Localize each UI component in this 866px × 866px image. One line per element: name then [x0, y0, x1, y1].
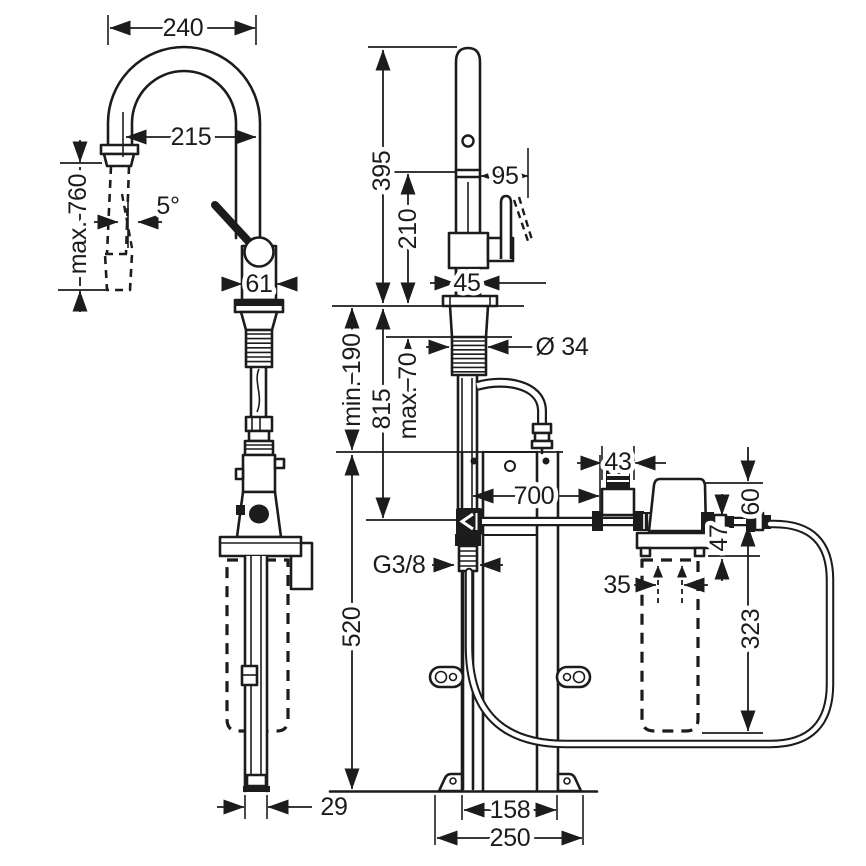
- mixer-body-front: [447, 231, 490, 270]
- aerator: [102, 152, 136, 168]
- select-button: [461, 134, 475, 148]
- spout-inner-arc: [130, 69, 238, 240]
- dim-240-label: 240: [163, 14, 204, 42]
- shank-right: [484, 304, 490, 339]
- dim-520-label: 520: [338, 607, 366, 648]
- dim-47: 47: [701, 494, 738, 581]
- plate-screw-right: [542, 457, 550, 465]
- pressure-reducer: [592, 469, 644, 531]
- dim-max-760-label: max. 760: [64, 174, 92, 274]
- plate-hole: [504, 460, 516, 472]
- dim-43-label: 43: [604, 448, 631, 476]
- dim-60-label: 60: [737, 488, 765, 515]
- dim-max-70: max. 70: [390, 338, 427, 444]
- base-flange-front: [441, 294, 499, 308]
- handle-lever: [211, 201, 254, 247]
- dim-815: 815: [364, 308, 401, 519]
- dim-61: 61: [221, 266, 298, 303]
- dim-395: 395: [364, 49, 401, 304]
- valve-unit-side: [234, 439, 286, 539]
- dim-250: 250: [434, 795, 584, 857]
- dim-60: 60: [733, 447, 770, 520]
- dim-43: 43: [577, 444, 666, 481]
- dim-158: 158: [461, 792, 558, 829]
- dim-5deg: 5°: [94, 188, 184, 230]
- shank-cone: [239, 310, 279, 332]
- dim-29: 29: [217, 789, 352, 826]
- dim-395-label: 395: [368, 151, 396, 192]
- flow-arrows: [653, 565, 687, 603]
- dim-min-190-label: min. 190: [338, 333, 366, 427]
- supply-hose-section: [249, 365, 268, 419]
- wall-tab-left: [428, 665, 465, 689]
- dim-215-label: 215: [171, 123, 212, 151]
- front-view: 395 210 95 45 Ø 34 min. 190 815: [328, 46, 835, 857]
- dim-520: 520: [334, 454, 371, 790]
- dim-158-label: 158: [490, 796, 531, 824]
- dim-g38-label: G3/8: [373, 551, 426, 579]
- dim-95: 95: [480, 158, 529, 195]
- dim-700: 700: [472, 478, 600, 515]
- threaded-shank: [244, 328, 274, 369]
- dim-210-label: 210: [394, 209, 422, 250]
- dim-323-label: 323: [737, 609, 765, 650]
- g38-fitting: [455, 534, 481, 573]
- filter-head: [639, 477, 771, 533]
- dim-35-label: 35: [603, 571, 630, 599]
- shank-left: [448, 304, 454, 339]
- dim-240: 240: [107, 10, 257, 47]
- dim-700-label: 700: [514, 482, 555, 510]
- filter-cartridge-dashed-side: [225, 558, 290, 733]
- dim-210: 210: [390, 173, 427, 304]
- hose-loop: [464, 519, 835, 749]
- dim-max-760: max. 760: [58, 140, 108, 312]
- mounting-bracket-side: [218, 535, 314, 591]
- handle-lever-front: [499, 194, 513, 259]
- dim-5deg-label: 5°: [156, 192, 179, 220]
- hose-connector-nut: [244, 415, 274, 443]
- dim-dia-34-label: Ø 34: [536, 333, 589, 361]
- dim-47-label: 47: [705, 524, 733, 551]
- dim-45-label: 45: [453, 269, 480, 297]
- tee-connector: [456, 508, 482, 535]
- threaded-shank-front: [450, 335, 488, 377]
- handle-pivot: [243, 236, 275, 268]
- dim-dia-34: Ø 34: [426, 329, 594, 366]
- spray-outlet: [99, 143, 140, 156]
- dim-29-label: 29: [320, 793, 347, 821]
- mounting-post-side: [240, 554, 270, 793]
- handle-lever-dashed: [512, 196, 534, 245]
- dim-min-190: min. 190: [334, 307, 371, 451]
- filter-bracket: [635, 531, 710, 558]
- filter-cartridge-dashed-front: [640, 558, 700, 733]
- dim-815-label: 815: [368, 389, 396, 430]
- dim-250-label: 250: [490, 824, 531, 852]
- dim-45: 45: [430, 265, 546, 302]
- dim-95-label: 95: [491, 162, 518, 190]
- dim-61-label: 61: [245, 270, 272, 298]
- dim-max-70-label: max. 70: [394, 353, 422, 440]
- dim-35: 35: [599, 567, 708, 604]
- dim-215: 215: [122, 112, 257, 157]
- dim-323: 323: [733, 525, 770, 732]
- curved-supply-hose: [475, 377, 554, 455]
- dim-g38: G3/8: [368, 547, 503, 584]
- spray-angle-detail: [120, 193, 134, 249]
- wall-tab-right: [555, 665, 592, 689]
- flange-seal: [236, 301, 282, 306]
- spout-outer-arc: [106, 45, 262, 248]
- plate-screw-left: [470, 457, 478, 465]
- side-view: 240 215 max. 760 5° 61: [58, 10, 352, 826]
